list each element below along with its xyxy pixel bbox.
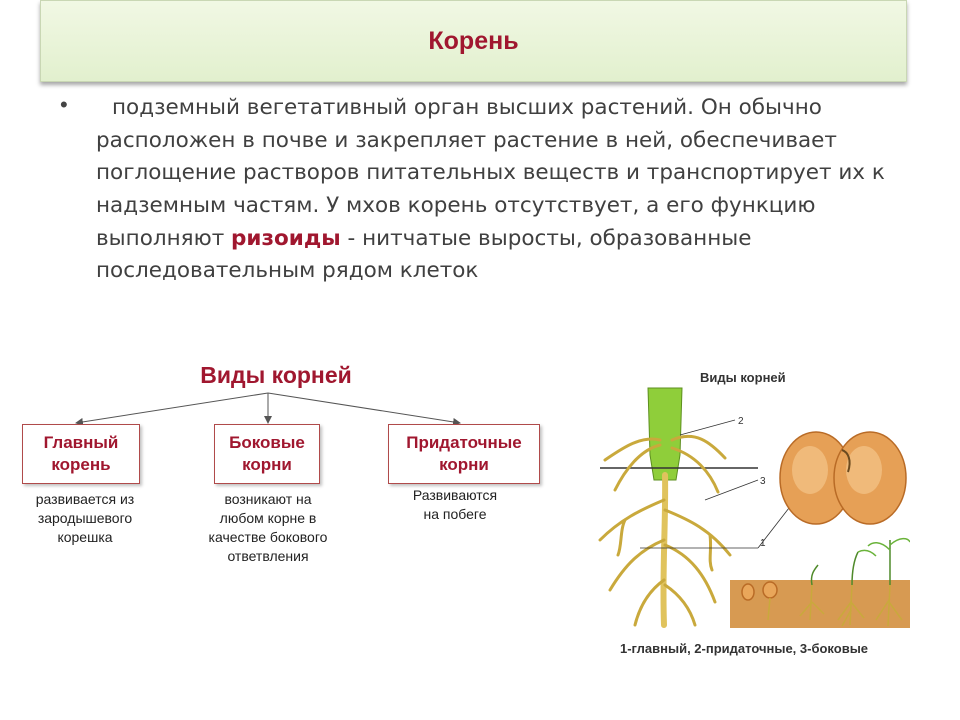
page-title: Корень	[428, 26, 519, 55]
box-adventitious-roots: Придаточные корни	[388, 424, 540, 484]
connector-main	[75, 392, 269, 426]
main-root-system	[598, 434, 732, 628]
bean-seed-icon	[779, 431, 907, 525]
diagram-title: Виды корней	[200, 362, 352, 388]
title-bar: Корень	[40, 0, 907, 82]
connector-adventitious	[267, 392, 461, 426]
root-types-illustration: 2 3 1	[598, 387, 910, 628]
box-main-root: Главный корень	[22, 424, 140, 484]
desc-adventitious-roots: Развиваются на побеге	[412, 487, 498, 522]
desc-lateral-roots: возникают на любом корне в качестве боко…	[208, 491, 328, 564]
desc-main-root: развивается из зародышевого корешка	[35, 491, 135, 545]
picture-title: Виды корней	[700, 370, 786, 385]
box-lateral-roots-label: Боковые корни	[229, 432, 305, 474]
rhizoids-term: ризоиды	[231, 225, 341, 251]
definition-paragraph: подземный вегетативный орган высших раст…	[96, 92, 926, 288]
label-2: 2	[738, 416, 744, 427]
label-1: 1	[760, 538, 766, 549]
box-lateral-roots: Боковые корни	[214, 424, 320, 484]
paragraph-text-start: подземный вегетативный орган высших раст…	[96, 95, 885, 251]
box-adventitious-roots-label: Придаточные корни	[406, 432, 522, 474]
stem-shape	[647, 387, 683, 481]
picture-caption: 1-главный, 2-придаточные, 3-боковые	[620, 641, 869, 656]
box-main-root-label: Главный корень	[43, 432, 119, 474]
label-3: 3	[760, 476, 766, 487]
soil-strip	[730, 580, 910, 628]
bullet-marker: •	[60, 92, 68, 117]
paragraph-text-end: - нитчатые выросты, образованные последо…	[96, 225, 752, 284]
sprouts-icon	[741, 537, 910, 627]
